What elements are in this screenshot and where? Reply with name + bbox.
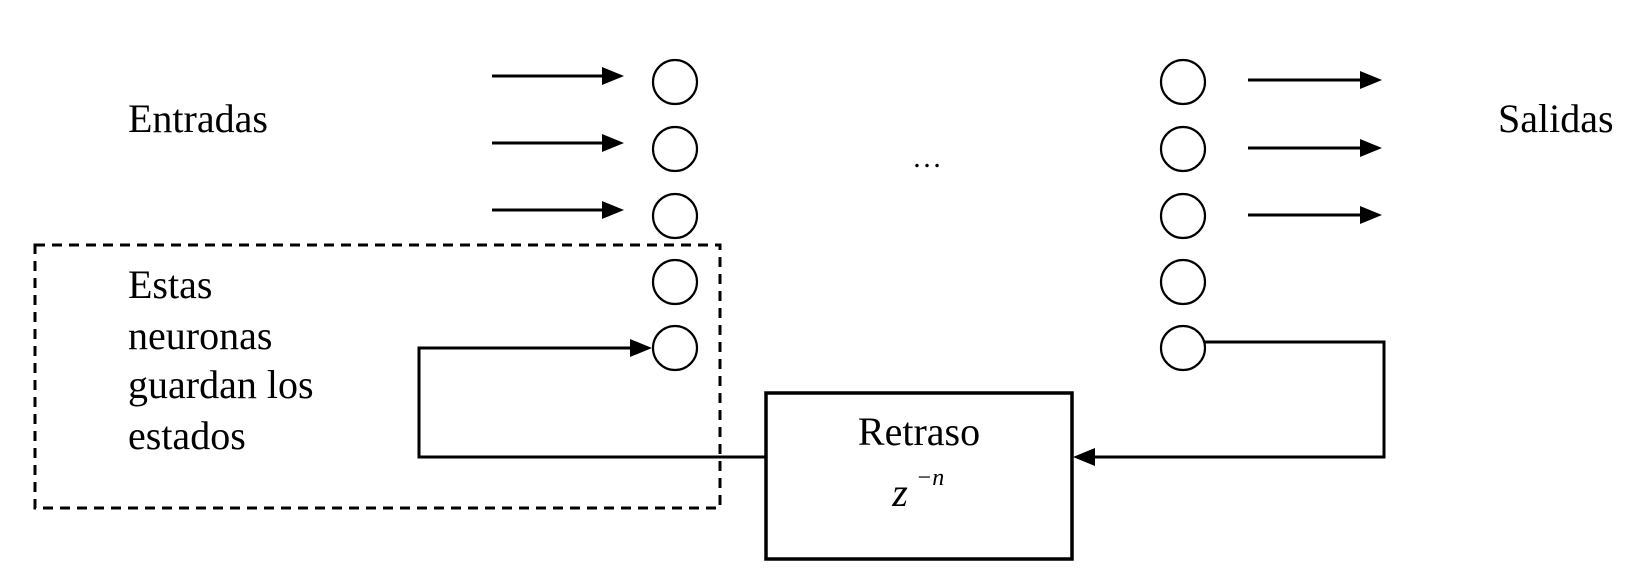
state-note: Estas neuronas guardan los estados [128, 262, 314, 458]
output-neuron [1159, 192, 1207, 240]
outputs-label: Salidas [1498, 96, 1614, 141]
feedback-to-delay-line [1094, 340, 1386, 459]
delay-block: Retraso z −n [764, 391, 1074, 561]
state-note-line-1: Estas [128, 262, 212, 307]
output-arrowhead-3 [1360, 206, 1382, 224]
ellipsis-label: … [912, 141, 942, 174]
input-neuron [651, 58, 699, 106]
delay-variable: z [891, 470, 908, 515]
feedback-to-context-line [417, 346, 766, 459]
output-layer [1159, 58, 1207, 372]
state-note-line-4: estados [128, 413, 246, 458]
delay-title: Retraso [858, 409, 980, 454]
output-neuron [1159, 125, 1207, 173]
input-neuron [651, 192, 699, 240]
context-neuron [651, 324, 699, 372]
output-arrowhead-2 [1360, 139, 1382, 157]
output-neuron [1159, 324, 1207, 372]
input-arrowhead-2 [602, 134, 624, 152]
context-neuron [651, 258, 699, 306]
input-arrowhead-1 [602, 67, 624, 85]
output-neuron [1159, 58, 1207, 106]
output-arrowhead-1 [1360, 71, 1382, 89]
delay-box [764, 391, 1074, 561]
inputs-label: Entradas [128, 96, 268, 141]
input-arrowhead-3 [602, 201, 624, 219]
input-neuron [651, 125, 699, 173]
context-neurons-box [33, 243, 722, 510]
state-note-line-3: guardan los [128, 362, 314, 407]
output-arrows [1248, 71, 1382, 224]
input-arrows [492, 67, 624, 219]
state-note-line-2: neuronas [128, 313, 272, 358]
feedback-arrowhead-into-delay [1073, 448, 1095, 466]
output-neuron [1159, 258, 1207, 306]
feedback-arrowhead-into-context [630, 339, 652, 357]
input-layer [651, 58, 699, 372]
delay-exponent: −n [916, 465, 944, 491]
